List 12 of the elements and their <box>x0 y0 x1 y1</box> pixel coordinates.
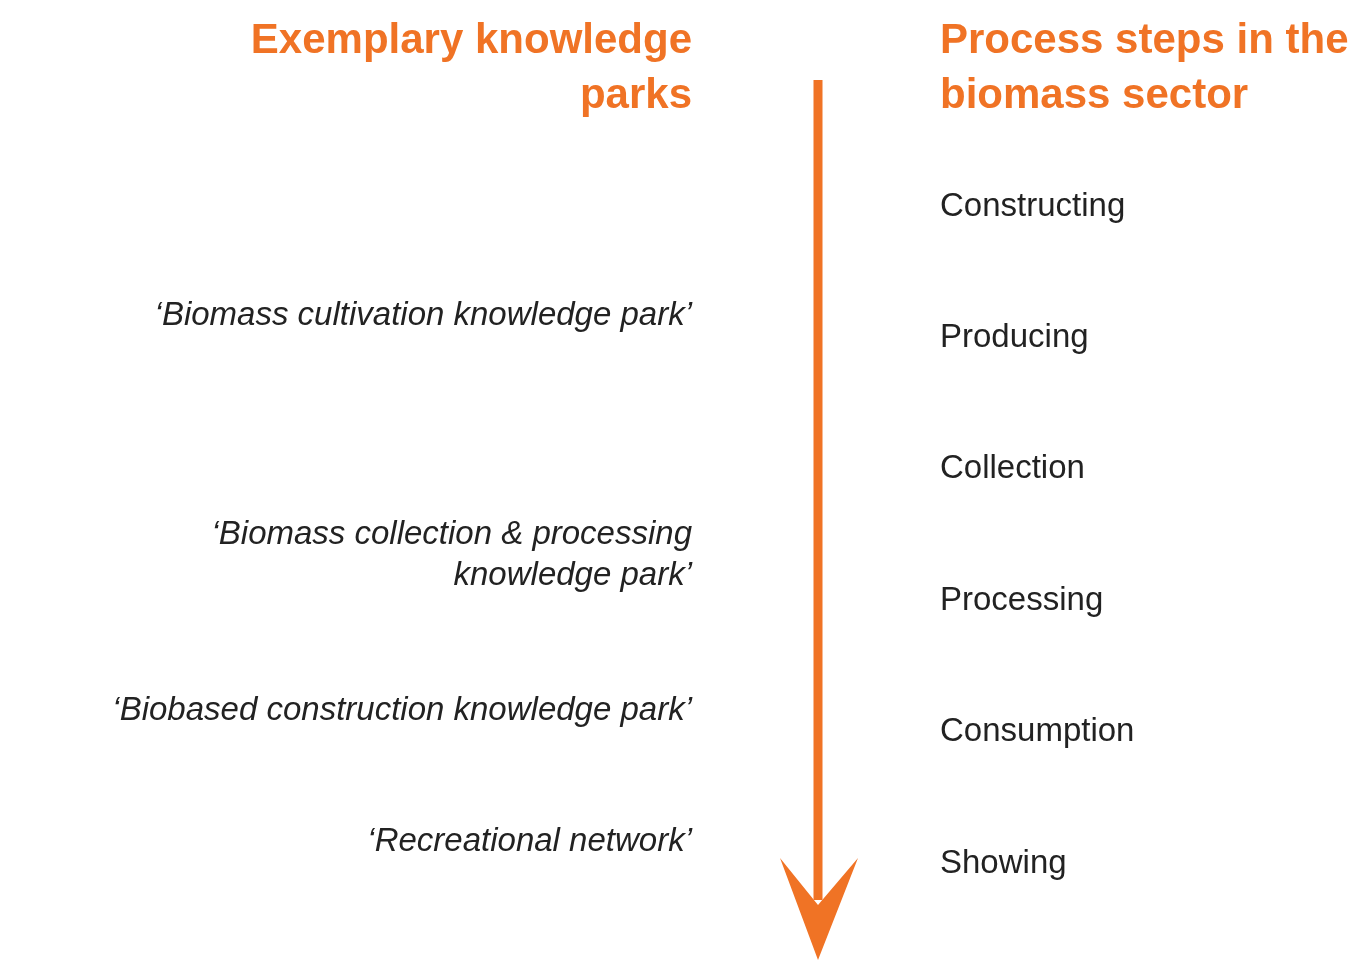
column-heading: Process steps in the biomass sector <box>940 14 1350 119</box>
park-name: ‘Biobased construction knowledge park’ <box>111 689 692 729</box>
process-step: Consumption <box>940 709 1340 751</box>
park-name: ‘Recreational network’ <box>366 820 692 860</box>
park-name: ‘Biomass collection & processing knowledge park’ <box>210 513 692 595</box>
park-name: ‘Biomass cultivation knowledge park’ <box>153 294 692 334</box>
process-step: Constructing <box>940 184 1340 226</box>
process-step: Producing <box>940 315 1340 357</box>
process-step: Showing <box>940 841 1340 883</box>
process-step: Collection <box>940 446 1340 488</box>
process-step: Processing <box>940 578 1340 620</box>
column-heading: Exemplary knowledge parks <box>249 14 692 119</box>
